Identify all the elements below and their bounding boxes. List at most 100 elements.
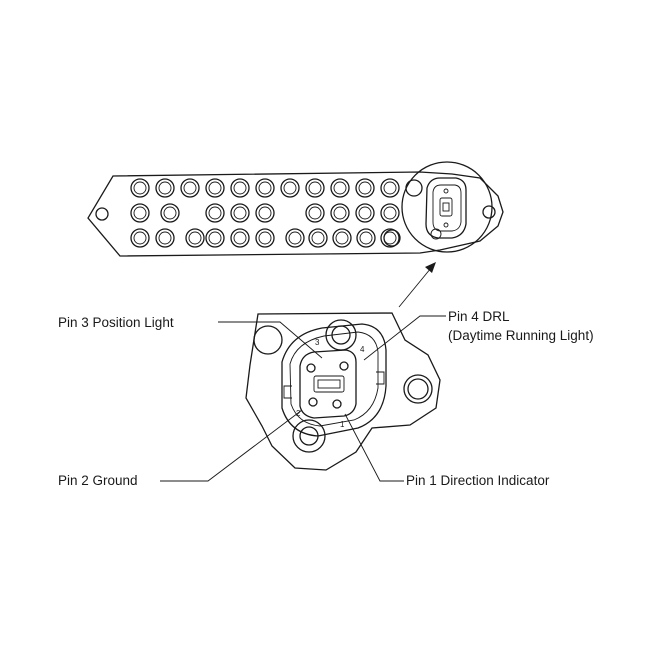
led-board-outline [87, 171, 504, 257]
led-lens [359, 231, 373, 245]
pin-3-terminal [306, 363, 316, 373]
detail-callout-circle [401, 161, 493, 253]
pin-4-label-line1: Pin 4 DRL [448, 309, 510, 324]
zoom-arrow [398, 262, 436, 308]
pin-2-label: Pin 2 Ground [58, 473, 138, 488]
led-lens [358, 206, 372, 220]
led-ring [355, 203, 375, 223]
led-board [87, 161, 504, 257]
led-ring [130, 203, 150, 223]
led-lens [188, 231, 202, 245]
led-lens [311, 231, 325, 245]
connector-body [281, 319, 387, 453]
led-ring [383, 229, 401, 247]
led-ring [230, 178, 250, 198]
led-lens [233, 231, 247, 245]
pin-1-label: Pin 1 Direction Indicator [406, 473, 550, 488]
led-lens [183, 181, 197, 195]
pin-2-terminal [308, 397, 318, 407]
connector-housing-outline [245, 312, 441, 471]
led-ring [405, 179, 423, 197]
led-ring [160, 203, 180, 223]
led-lens [258, 231, 272, 245]
led-lens [258, 181, 272, 195]
led-lens [133, 231, 147, 245]
led-lens [133, 206, 147, 220]
led-lens [233, 181, 247, 195]
led-ring [355, 178, 375, 198]
upper-latch-boss [325, 319, 357, 351]
connector-detail: 3 4 2 1 [245, 312, 441, 471]
led-lens [308, 181, 322, 195]
led-lens [208, 181, 222, 195]
led-ring [332, 228, 352, 248]
pin-number-1: 1 [340, 420, 345, 429]
small-connector [425, 177, 467, 240]
led-lens [158, 231, 172, 245]
pin-1-leader [344, 413, 404, 482]
led-lens [383, 181, 397, 195]
led-lens [308, 206, 322, 220]
led-ring [205, 203, 225, 223]
led-ring [380, 203, 400, 223]
pin-number-2: 2 [296, 409, 301, 418]
led-lens [208, 231, 222, 245]
left-mount-hole [95, 207, 109, 221]
led-lens [233, 206, 247, 220]
led-ring [155, 228, 175, 248]
led-ring [330, 203, 350, 223]
led-lens [163, 206, 177, 220]
pin-number-3: 3 [315, 338, 320, 347]
led-lens [133, 181, 147, 195]
upper-mount-hole [253, 325, 283, 355]
led-ring [280, 178, 300, 198]
led-ring [380, 178, 400, 198]
led-lens [333, 181, 347, 195]
led-grid [130, 178, 423, 248]
led-ring [205, 228, 225, 248]
led-ring [285, 228, 305, 248]
led-ring [356, 228, 376, 248]
led-ring [308, 228, 328, 248]
led-lens [258, 206, 272, 220]
led-lens [335, 231, 349, 245]
led-ring [255, 203, 275, 223]
led-lens [358, 181, 372, 195]
led-lens [208, 206, 222, 220]
pin-3-label: Pin 3 Position Light [58, 315, 174, 330]
zoom-arrow-head [425, 262, 436, 273]
pin-1-terminal [332, 399, 342, 409]
lower-latch-boss [292, 419, 326, 453]
led-ring [230, 228, 250, 248]
led-lens [288, 231, 302, 245]
led-lens [383, 206, 397, 220]
led-ring [230, 203, 250, 223]
led-ring [185, 228, 205, 248]
led-ring [305, 178, 325, 198]
led-ring [305, 203, 325, 223]
pin-4-leader [363, 315, 446, 361]
led-lens [158, 181, 172, 195]
led-ring [155, 178, 175, 198]
leader-lines [160, 315, 446, 482]
pin-3-leader [218, 321, 323, 359]
led-ring [330, 178, 350, 198]
led-lens [333, 206, 347, 220]
right-mount-hole [482, 205, 496, 219]
led-ring [255, 178, 275, 198]
led-ring [180, 178, 200, 198]
led-ring [380, 228, 400, 248]
pin-4-terminal [339, 361, 349, 371]
pin-4-label-line2: (Daytime Running Light) [448, 328, 594, 343]
led-ring [205, 178, 225, 198]
led-ring [130, 228, 150, 248]
led-ring [130, 178, 150, 198]
pin-2-leader [160, 409, 303, 482]
right-mount-boss [403, 374, 433, 404]
key-slot [313, 375, 345, 393]
led-lens [283, 181, 297, 195]
led-ring [255, 228, 275, 248]
pin-number-4: 4 [360, 345, 365, 354]
